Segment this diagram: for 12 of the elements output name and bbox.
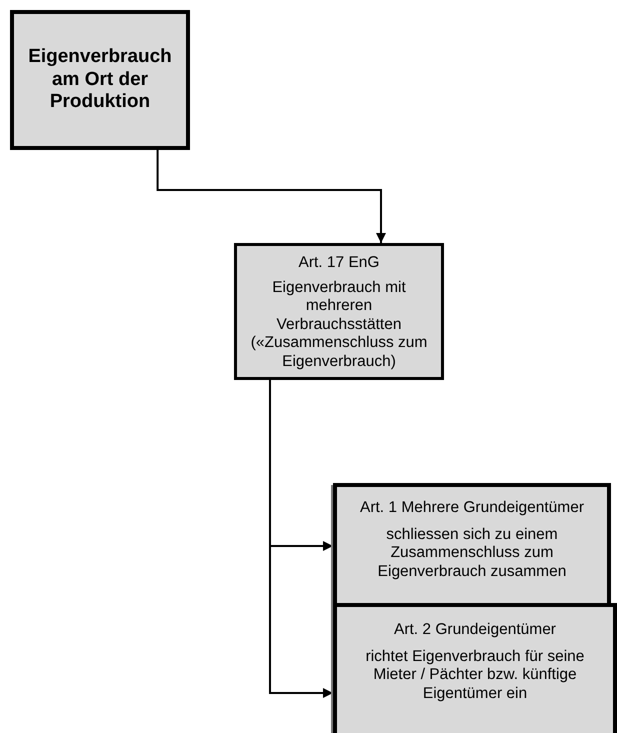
box-heading: Eigenverbrauch am Ort der Produktion — [27, 46, 173, 114]
process-box — [234, 243, 444, 380]
arrow — [156, 150, 386, 243]
box-description: schliessen sich zu einem Zusammenschluss zum Eigenverbrauch zusammen — [376, 526, 568, 582]
box-heading: Art. 2 Grundeigentümer — [393, 621, 557, 640]
box-description: richtet Eigenverbrauch für seine Mieter / Pächter bzw. künftige Eigentümer ein — [364, 648, 586, 704]
box-heading: Art. 17 EnG — [298, 254, 380, 273]
box-description: Eigenverbrauch mit mehreren Verbrauchsstätten («Zusammenschluss zum Eigenverbrauch) — [250, 278, 428, 372]
process-box — [10, 10, 190, 150]
arrow — [269, 380, 333, 698]
process-box — [333, 603, 617, 733]
box-heading: Art. 1 Mehrere Grundeigentümer — [359, 499, 585, 518]
